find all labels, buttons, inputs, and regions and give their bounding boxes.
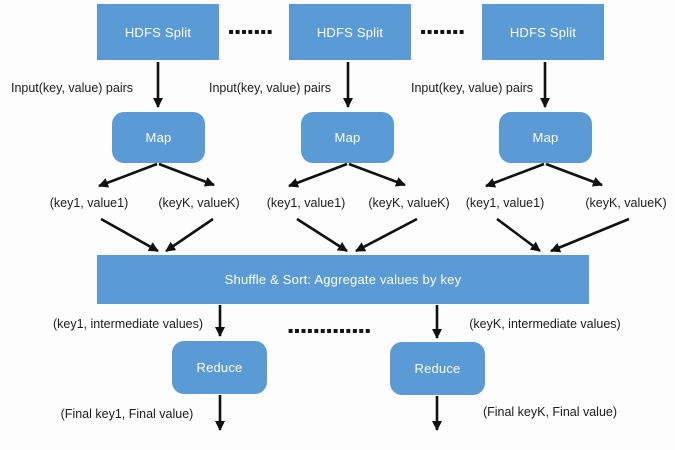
input-pairs-label-2: Input(key, value) pairs: [208, 81, 332, 95]
map-output-label-4: (keyK, valueK): [368, 196, 450, 210]
map-output-label-6: (keyK, valueK): [585, 196, 667, 210]
reduce-box-2: Reduce: [390, 342, 485, 395]
arrow-map1-out1: [98, 162, 158, 188]
map-box-2: Map: [301, 112, 394, 163]
map-box-3: Map: [499, 112, 592, 163]
shuffle-sort-bar: Shuffle & Sort: Aggregate values by key: [97, 255, 589, 304]
arrow-map2-out2: [348, 162, 406, 187]
hdfs-split-box-1: HDFS Split: [97, 4, 219, 60]
arrow-out6-shuffle: [550, 217, 630, 253]
final-output-label-1: (Final key1, Final value): [60, 407, 194, 421]
map-output-label-1: (key1, value1): [49, 196, 129, 210]
map-box-1: Map: [112, 112, 205, 163]
arrow-out3-shuffle: [296, 217, 348, 253]
intermediate-label-1: (key1, intermediate values): [52, 317, 204, 331]
map-output-label-2: (keyK, valueK): [158, 196, 240, 210]
arrow-map1-out2: [158, 162, 215, 187]
ellipsis-dots-top-1: ▪▪▪▪▪▪▪: [228, 27, 274, 36]
ellipsis-dots-top-2: ▪▪▪▪▪▪▪: [420, 27, 466, 36]
hdfs-split-box-2: HDFS Split: [289, 4, 411, 60]
input-pairs-label-3: Input(key, value) pairs: [410, 81, 534, 95]
arrow-out1-shuffle: [100, 217, 159, 253]
arrow-out5-shuffle: [496, 217, 541, 253]
intermediate-label-2: (keyK, intermediate values): [469, 317, 621, 331]
ellipsis-dots-middle: ▪▪▪▪▪▪▪▪▪▪▪▪▪: [288, 326, 372, 335]
arrow-out2-shuffle: [165, 217, 214, 253]
map-output-label-5: (key1, value1): [465, 196, 545, 210]
hdfs-split-box-3: HDFS Split: [482, 4, 604, 60]
arrow-map2-out1: [288, 162, 348, 188]
final-output-label-2: (Final keyK, Final value): [482, 405, 618, 419]
map-output-label-3: (key1, value1): [266, 196, 346, 210]
input-pairs-label-1: Input(key, value) pairs: [10, 81, 134, 95]
arrow-out4-shuffle: [355, 217, 418, 253]
reduce-box-1: Reduce: [172, 341, 267, 394]
arrow-map3-out2: [545, 162, 603, 187]
arrow-map3-out1: [485, 162, 545, 188]
